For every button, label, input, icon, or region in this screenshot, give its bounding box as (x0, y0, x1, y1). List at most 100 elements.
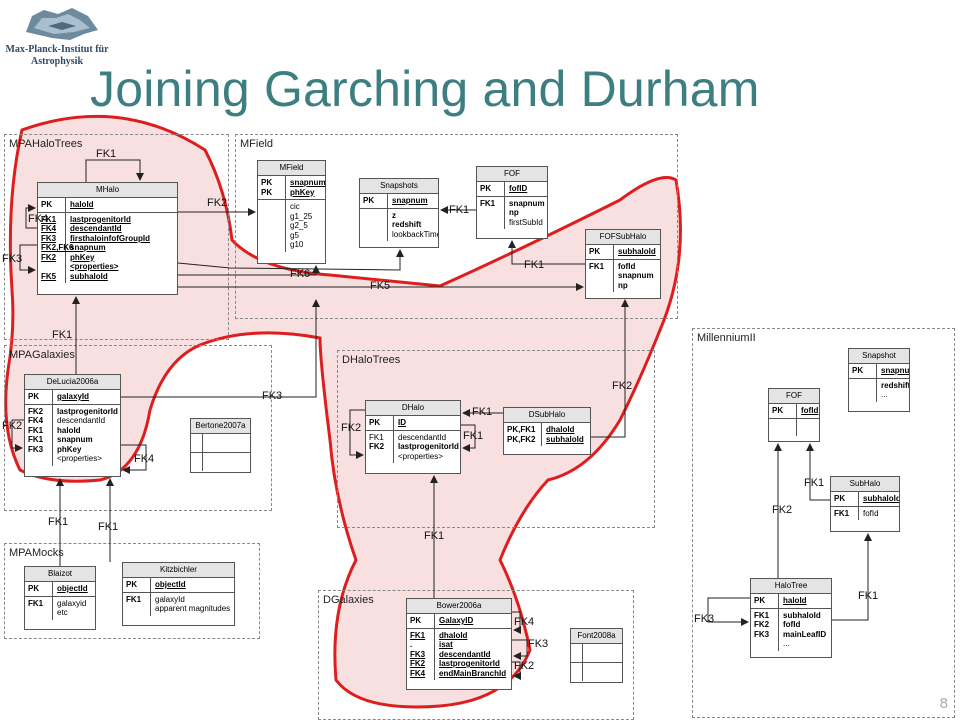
fk-key: FK3 (41, 233, 57, 243)
group-label: MillenniumII (697, 332, 756, 344)
pk-field: snapnum (392, 196, 428, 205)
group-label: MField (240, 138, 274, 150)
institute-name: Max-Planck-Institut für Astrophysik (5, 44, 109, 67)
group-label: DGalaxies (323, 594, 374, 606)
pk-field: haloId (783, 596, 807, 605)
fk-label: FK2 (514, 660, 535, 672)
arrow-bower-fk3 (512, 639, 528, 660)
fk-label: FK1 (463, 430, 484, 442)
table-title: Snapshot (849, 349, 909, 364)
field: isat (439, 640, 453, 649)
table-title: Blaizot (25, 567, 95, 582)
table-title: Font2008a (571, 629, 622, 644)
pk-key: PK,FK1 (507, 425, 536, 434)
field: fofId (618, 261, 636, 271)
pk-field: fofID (509, 184, 528, 193)
field: phKey (57, 444, 82, 454)
fk-label: FK3 (528, 638, 549, 650)
field: snapnum (618, 271, 654, 280)
pk-key: PK (407, 614, 435, 628)
fk-key: FK3 (28, 444, 44, 454)
arrow-bower-fk4 (512, 611, 521, 634)
institute-logo (26, 8, 98, 40)
group-mpa-halo-trees: MPAHaloTrees (4, 134, 229, 340)
field: <properties> (70, 262, 119, 271)
arrow-bower-fk2 (512, 661, 521, 680)
table-title: HaloTree (751, 579, 831, 594)
pk-field: galaxyId (57, 392, 90, 401)
fk-label: FK1 (48, 516, 69, 528)
fk-label: FK1 (52, 329, 73, 341)
field: subhaloId (783, 610, 821, 620)
pk-field: objectId (57, 584, 88, 593)
field: endMainBranchId (439, 668, 507, 678)
fk-label: FK1 (858, 590, 879, 602)
arrow-mhalo-fk3 (19, 244, 37, 274)
fk-key: FK1 (754, 610, 770, 620)
field: g1_25 (290, 211, 313, 221)
group-mpa-mocks: MPAMocks (4, 543, 260, 639)
table-title: MField (258, 161, 325, 176)
field: redshift (881, 380, 909, 390)
pk-key: PK (261, 178, 273, 187)
pk-field: GalaxyID (439, 616, 474, 625)
arrow-fofsubhalo-fof (508, 240, 585, 265)
table-title: DHalo (366, 401, 460, 416)
table-bertone: Bertone2007a (190, 418, 251, 473)
table-title: FOFSubHalo (586, 230, 660, 245)
field: g5 (290, 230, 299, 240)
pk-field: objectId (155, 580, 186, 589)
field: descendantId (57, 416, 106, 425)
fk-label: FK2 (341, 422, 362, 434)
pk-field: haloId (70, 200, 94, 209)
arrow-delucia-fk2 (11, 419, 24, 452)
pk-key: PK (477, 182, 505, 196)
arrow-dsubhalo-fofsubhalo (591, 299, 629, 438)
pk-key: PK (769, 404, 797, 418)
fk-key: FK5 (41, 271, 57, 281)
table-title: Bertone2007a (191, 419, 250, 434)
arrow-dhalo-fk1 (461, 424, 476, 452)
fk-key: FK2 (41, 252, 57, 262)
table-title: Bower2006a (407, 599, 511, 614)
arrow-subhalo-fof (806, 443, 830, 501)
fk-key: FK1 (28, 435, 44, 444)
fk-key: FK1 (410, 630, 426, 640)
field: mainLeafID (783, 629, 827, 639)
pk-key: PK (25, 582, 53, 596)
table-title: FOF (477, 167, 547, 182)
table-title: DSubHalo (504, 408, 590, 423)
field: redshift (392, 220, 422, 229)
fk-key: FK4 (410, 668, 426, 678)
arrow-mhalo-fk4 (25, 204, 37, 229)
field: descendantId (439, 649, 491, 659)
arrow-delucia-fk4 (121, 444, 147, 474)
fk-key: FK3 (410, 649, 426, 659)
field: fofId (863, 508, 879, 518)
fk-key: . (410, 640, 413, 649)
field: lastprogenitorId (439, 659, 500, 668)
pk-field: subhaloId (863, 494, 899, 503)
pk-field: fofId (801, 406, 819, 415)
fk-label: FK3 (694, 613, 715, 625)
pk-key: PK (831, 492, 859, 506)
group-label: MPAHaloTrees (9, 138, 83, 150)
pk-field: subhaloId (546, 434, 584, 444)
table-title: MHalo (38, 183, 177, 198)
field: galaxyid (57, 598, 87, 608)
arrow-dhalo-fk2 (349, 409, 365, 459)
fk-label: FK4 (28, 213, 49, 225)
fk-label: FK2 (772, 504, 793, 516)
